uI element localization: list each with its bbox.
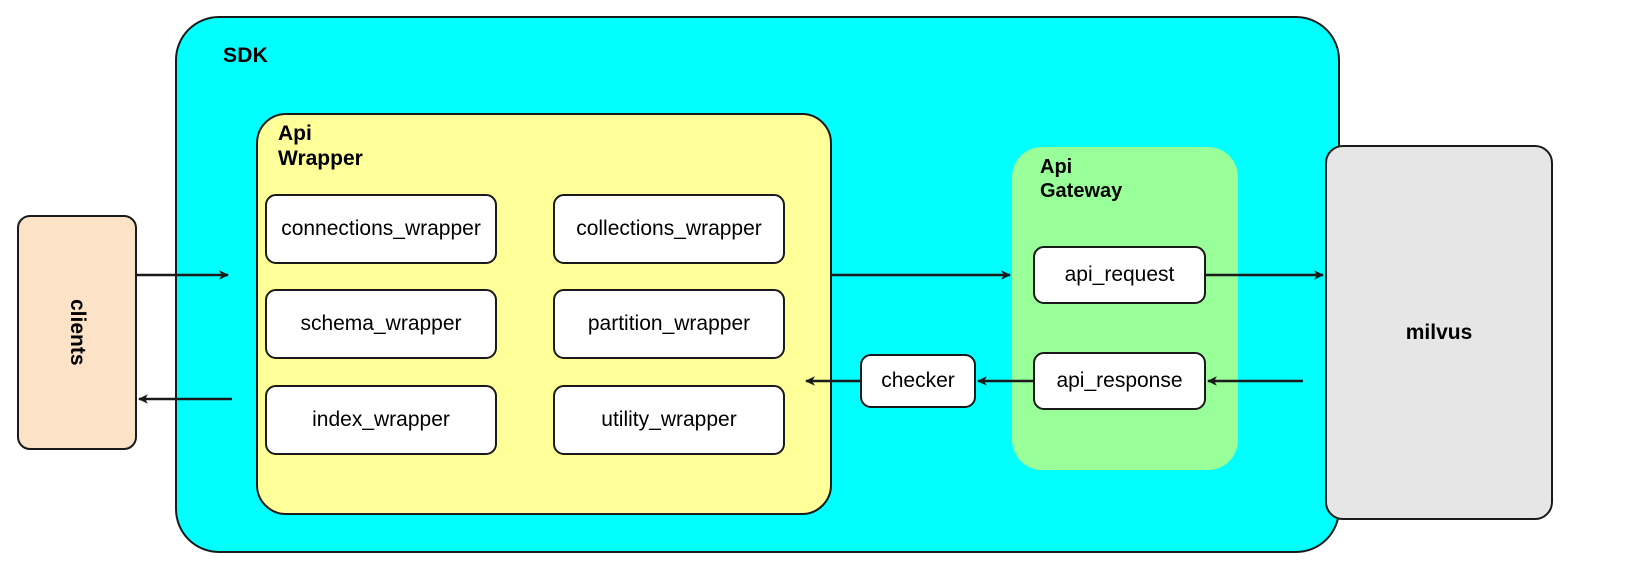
node-connections-wrapper[interactable]: connections_wrapper (265, 194, 497, 264)
node-api-request[interactable]: api_request (1033, 246, 1206, 304)
node-utility-wrapper-label: utility_wrapper (601, 408, 737, 431)
node-index-wrapper-label: index_wrapper (312, 408, 450, 431)
node-api-response[interactable]: api_response (1033, 352, 1206, 410)
node-clients[interactable]: clients (17, 215, 137, 450)
sdk-label: SDK (223, 44, 268, 67)
node-clients-label: clients (66, 299, 89, 366)
node-collections-wrapper-label: collections_wrapper (576, 217, 762, 240)
node-checker[interactable]: checker (860, 354, 976, 408)
api-gateway-container: Api Gateway (1012, 147, 1238, 470)
node-api-request-label: api_request (1064, 263, 1175, 286)
node-index-wrapper[interactable]: index_wrapper (265, 385, 497, 455)
node-schema-wrapper-label: schema_wrapper (300, 312, 462, 335)
node-schema-wrapper[interactable]: schema_wrapper (265, 289, 497, 359)
api-gateway-label: Api Gateway (1040, 156, 1123, 203)
node-partition-wrapper-label: partition_wrapper (587, 312, 751, 335)
node-api-response-label: api_response (1056, 369, 1183, 392)
node-milvus-label: milvus (1405, 320, 1473, 344)
node-partition-wrapper[interactable]: partition_wrapper (553, 289, 785, 359)
node-checker-label: checker (881, 369, 955, 392)
node-connections-wrapper-label: connections_wrapper (281, 217, 481, 240)
node-collections-wrapper[interactable]: collections_wrapper (553, 194, 785, 264)
api-wrapper-label: Api Wrapper (278, 122, 363, 171)
node-utility-wrapper[interactable]: utility_wrapper (553, 385, 785, 455)
node-milvus[interactable]: milvus (1325, 145, 1553, 520)
